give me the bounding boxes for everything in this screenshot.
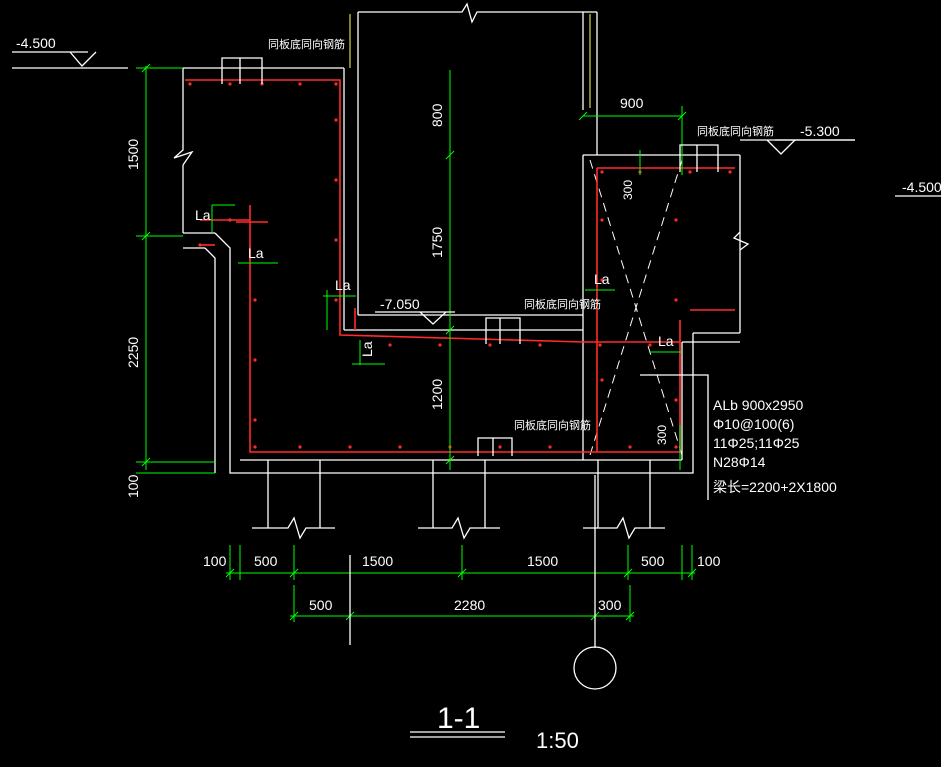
beam-spec-stirrup: Φ10@100(6) xyxy=(713,416,794,432)
dim-row1-1500-right: 1500 xyxy=(527,553,558,569)
anchor-label: La xyxy=(658,333,674,349)
dim-row2-300: 300 xyxy=(598,597,622,613)
beam-leader xyxy=(640,374,709,500)
dim-800: 800 xyxy=(429,103,445,127)
dimension-lines xyxy=(136,63,697,622)
dim-1200: 1200 xyxy=(429,379,445,410)
note-leaders xyxy=(221,57,719,456)
dim-300-bottom: 300 xyxy=(655,425,669,445)
dim-1500: 1500 xyxy=(125,139,141,170)
section-title: 1-1 xyxy=(437,702,480,735)
dim-row1-500-right: 500 xyxy=(641,553,665,569)
anchor-label: La xyxy=(335,277,351,293)
beam-spec-length: 梁长=2200+2X1800 xyxy=(713,479,837,495)
elevation-markers xyxy=(12,51,941,738)
dim-la-vertical: La xyxy=(359,341,375,357)
dim-900: 900 xyxy=(620,95,644,111)
anchor-label: La xyxy=(594,271,610,287)
grid-lines xyxy=(349,475,617,690)
rebar xyxy=(185,79,735,453)
dim-row2-500: 500 xyxy=(309,597,333,613)
beam-spec-side-bars: N28Φ14 xyxy=(713,454,766,470)
beam-spec-main-bars: 11Φ25;11Φ25 xyxy=(713,435,800,451)
grid-axis-bubble xyxy=(573,646,617,690)
section-scale: 1:50 xyxy=(536,728,579,753)
anchor-label: La xyxy=(248,245,264,261)
beam-spec-size: ALb 900x2950 xyxy=(713,397,804,413)
elevation-inner-step: -7.050 xyxy=(380,296,420,312)
elevation-beam: -5.300 xyxy=(800,123,840,139)
dim-row1-1500-left: 1500 xyxy=(362,553,393,569)
pile-foundations xyxy=(252,460,665,540)
dim-2250: 2250 xyxy=(125,337,141,368)
note-slab-rebar-1: 同板底同向钢筋 xyxy=(268,37,345,51)
anchor-label: La xyxy=(195,207,211,223)
dim-100: 100 xyxy=(125,474,141,498)
dim-row1-500-left: 500 xyxy=(254,553,278,569)
dim-row1-100-left: 100 xyxy=(203,553,227,569)
note-slab-rebar-4: 同板底同向钢筋 xyxy=(697,124,774,138)
dim-row1-100-right: 100 xyxy=(697,553,721,569)
elevation-top-left: -4.500 xyxy=(16,35,56,51)
dim-300-top: 300 xyxy=(621,180,635,200)
dim-1750: 1750 xyxy=(429,227,445,258)
rebar-dots xyxy=(188,82,732,449)
note-slab-rebar-3: 同板底同向钢筋 xyxy=(514,418,591,432)
dim-row2-2280: 2280 xyxy=(454,597,485,613)
note-slab-rebar-2: 同板底同向钢筋 xyxy=(524,297,601,311)
elevation-far-right: -4.500 xyxy=(902,179,941,195)
beam-cross-marker xyxy=(589,159,683,456)
